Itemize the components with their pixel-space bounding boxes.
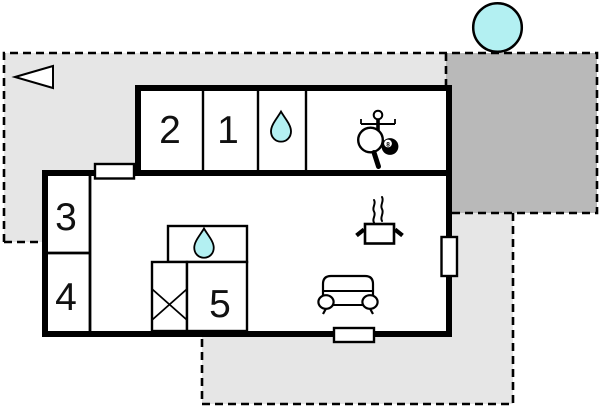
room-label-room-5: 5 (209, 283, 231, 326)
direction-arrow-icon (11, 64, 54, 90)
terrace-bottom (202, 213, 513, 404)
window (440, 235, 459, 278)
room-label-bedroom-2: 2 (159, 109, 181, 152)
windows (93, 162, 459, 344)
room-label-bedroom-3: 3 (55, 196, 77, 239)
room-5-box (185, 260, 249, 333)
round-pool-icon (471, 1, 524, 54)
billiard-ball-number: 8 (386, 141, 390, 148)
activity-icons: 8 (357, 109, 399, 169)
terrace-right-dark (446, 53, 597, 213)
water-drop-icon (193, 226, 215, 259)
window (93, 162, 136, 180)
terrace-dashed-borders (2, 51, 599, 406)
terrace-left (4, 53, 446, 242)
billiard-8-ball-icon: 8 (381, 138, 399, 155)
room-label-bedroom-4: 4 (55, 276, 77, 319)
crossed-box (150, 260, 189, 333)
interior-walls (48, 91, 308, 331)
room-label-bedroom-1: 1 (217, 109, 239, 152)
crossed-box-x-icon (151, 288, 188, 321)
window (332, 326, 376, 344)
table-tennis-icon (357, 126, 385, 169)
water-drop-icon (270, 109, 292, 143)
sofa-icon (317, 274, 379, 315)
cooking-pot-icon (355, 196, 404, 245)
